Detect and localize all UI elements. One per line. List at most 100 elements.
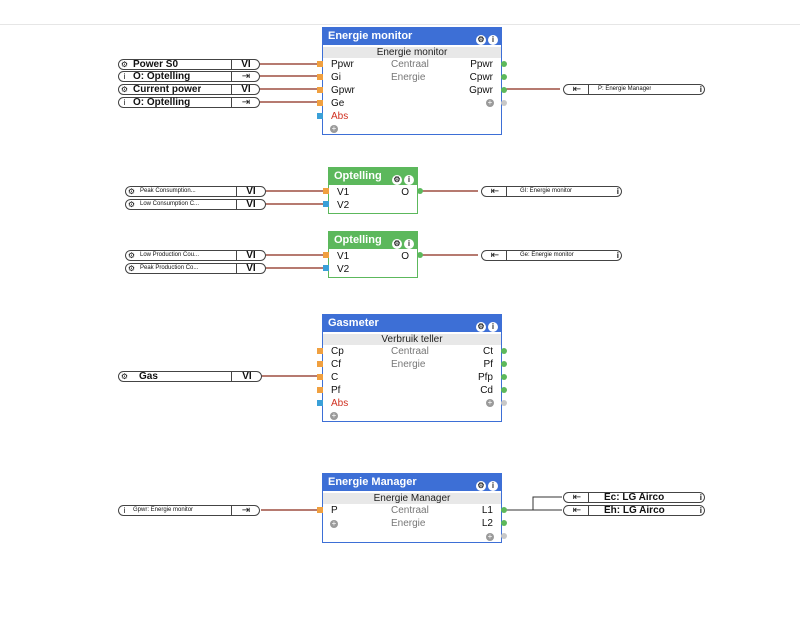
output-pin[interactable] (501, 533, 507, 539)
input-label: Pf (331, 385, 341, 396)
output-icon: ⇥ (241, 505, 251, 516)
info-icon[interactable]: i (404, 175, 414, 185)
gear-icon: ⚙ (120, 85, 129, 94)
info-icon: i (123, 506, 126, 515)
gear-icon: ⚙ (120, 372, 129, 381)
connector-eh-lg-airco[interactable]: ⇤ Eh: LG Airco i (563, 505, 705, 516)
info-icon[interactable]: i (488, 322, 498, 332)
connector-label: Low Production Cou... (140, 252, 200, 258)
wire (505, 496, 562, 511)
connector-ge-energie-monitor[interactable]: ⇤ Ge: Energie monitor i (481, 250, 622, 261)
add-input-icon[interactable]: + (330, 124, 338, 133)
output-pin[interactable] (501, 87, 507, 93)
output-pin[interactable] (501, 74, 507, 80)
connector-o-optelling-2[interactable]: i O: Optelling ⇥ (118, 97, 260, 108)
add-output-icon[interactable]: + (486, 398, 494, 407)
vi-tag: VI (242, 371, 252, 382)
output-pin[interactable] (417, 188, 423, 194)
add-input-icon[interactable]: + (330, 519, 338, 528)
info-icon[interactable]: i (488, 481, 498, 491)
block-header[interactable]: Optelling ⚙i (329, 168, 417, 185)
gear-icon[interactable]: ⚙ (476, 322, 486, 332)
output-pin[interactable] (501, 400, 507, 406)
block-energie-manager[interactable]: Energie Manager ⚙i Energie Manager P + C… (322, 473, 502, 543)
info-icon[interactable]: i (699, 506, 702, 515)
input-pin[interactable] (317, 61, 323, 67)
connector-peak-consumption[interactable]: ⚙ Peak Consumption... VI (125, 186, 266, 197)
connector-o-optelling[interactable]: i O: Optelling ⇥ (118, 71, 260, 82)
block-optelling-1[interactable]: Optelling ⚙i V1 V2 O (328, 167, 418, 214)
info-icon[interactable]: i (404, 239, 414, 249)
block-subtitle: Verbruik teller (323, 334, 501, 345)
input-pin[interactable] (317, 361, 323, 367)
input-pin[interactable] (323, 201, 329, 207)
input-pin[interactable] (317, 507, 323, 513)
connector-power-s0[interactable]: ⚙ Power S0 VI (118, 59, 260, 70)
gear-icon: ⚙ (127, 200, 136, 209)
connector-gi-energie-monitor[interactable]: ⇤ GI: Energie monitor i (481, 186, 622, 197)
input-pin[interactable] (317, 74, 323, 80)
connector-p-energie-manager[interactable]: ⇤ P: Energie Manager i (563, 84, 705, 95)
connector-gas[interactable]: ⚙ Gas VI (118, 371, 262, 382)
output-pin[interactable] (417, 252, 423, 258)
input-label: V1 (337, 251, 350, 262)
output-pin[interactable] (501, 520, 507, 526)
input-label: C (331, 372, 339, 383)
input-pin[interactable] (317, 387, 323, 393)
connector-low-production[interactable]: ⚙ Low Production Cou... VI (125, 250, 266, 261)
output-label: L2 (481, 518, 493, 529)
input-pin[interactable] (323, 252, 329, 258)
divider (231, 60, 232, 69)
block-header[interactable]: Gasmeter ⚙i (323, 315, 501, 332)
output-pin[interactable] (501, 374, 507, 380)
add-input-icon[interactable]: + (330, 411, 338, 420)
output-label: O (401, 251, 409, 262)
output-pin[interactable] (501, 61, 507, 67)
gear-icon[interactable]: ⚙ (392, 239, 402, 249)
output-pin[interactable] (501, 100, 507, 106)
input-pin[interactable] (323, 265, 329, 271)
block-header[interactable]: Energie Manager ⚙i (323, 474, 501, 491)
info-icon[interactable]: i (616, 251, 619, 260)
vi-tag: VI (246, 186, 256, 197)
block-optelling-2[interactable]: Optelling ⚙i V1 V2 O (328, 231, 418, 278)
connector-low-consumption[interactable]: ⚙ Low Consumption C... VI (125, 199, 266, 210)
input-pin[interactable] (317, 348, 323, 354)
add-output-icon[interactable]: + (486, 532, 494, 541)
output-label: Cd (480, 385, 493, 396)
output-pin[interactable] (501, 361, 507, 367)
divider (588, 85, 589, 94)
output-pin[interactable] (501, 348, 507, 354)
input-pin[interactable] (323, 188, 329, 194)
connector-peak-production[interactable]: ⚙ Peak Production Co... VI (125, 263, 266, 274)
gear-icon[interactable]: ⚙ (476, 481, 486, 491)
connector-ec-lg-airco[interactable]: ⇤ Ec: LG Airco i (563, 492, 705, 503)
output-label: O (401, 187, 409, 198)
connector-label: Current power (133, 84, 202, 95)
center-label: Centraal (391, 505, 429, 516)
info-icon[interactable]: i (699, 85, 702, 94)
input-pin[interactable] (317, 100, 323, 106)
input-pin[interactable] (317, 374, 323, 380)
input-pin[interactable] (317, 400, 323, 406)
info-icon[interactable]: i (616, 187, 619, 196)
input-pin[interactable] (317, 113, 323, 119)
gear-icon[interactable]: ⚙ (476, 35, 486, 45)
output-pin[interactable] (501, 507, 507, 513)
block-gasmeter[interactable]: Gasmeter ⚙i Verbruik teller Cp Cf C Pf A… (322, 314, 502, 422)
add-output-icon[interactable]: + (486, 98, 494, 107)
input-pin[interactable] (317, 87, 323, 93)
connector-gpwr-energie-monitor[interactable]: i Gpwr: Energie monitor ⇥ (118, 505, 260, 516)
block-energie-monitor[interactable]: Energie monitor ⚙i Energie monitor Ppwr … (322, 27, 502, 135)
gear-icon: ⚙ (127, 187, 136, 196)
block-header[interactable]: Optelling ⚙i (329, 232, 417, 249)
input-icon: ⇤ (572, 505, 582, 516)
output-pin[interactable] (501, 387, 507, 393)
info-icon[interactable]: i (488, 35, 498, 45)
connector-current-power[interactable]: ⚙ Current power VI (118, 84, 260, 95)
block-header[interactable]: Energie monitor ⚙i (323, 28, 501, 45)
info-icon[interactable]: i (699, 493, 702, 502)
gear-icon[interactable]: ⚙ (392, 175, 402, 185)
